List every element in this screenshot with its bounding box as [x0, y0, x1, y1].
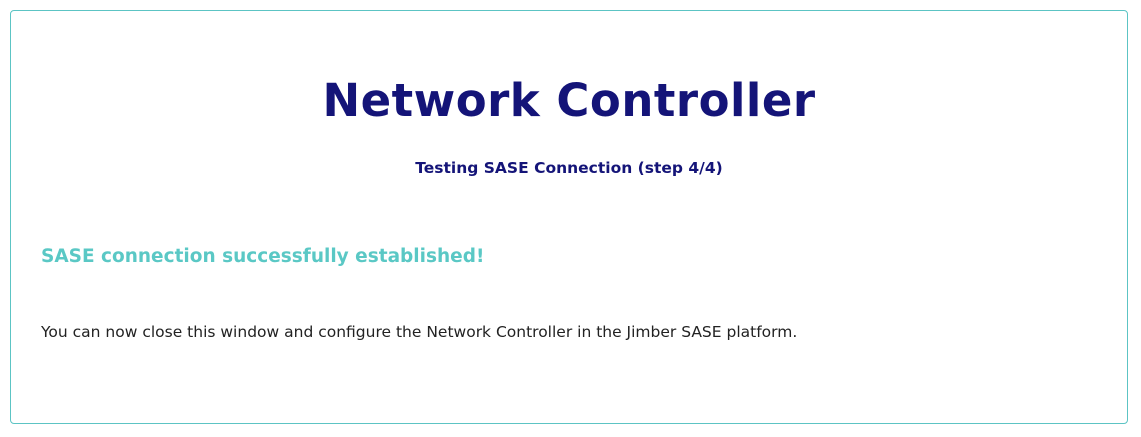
info-message: You can now close this window and config… [41, 323, 798, 341]
setup-panel: Network Controller Testing SASE Connecti… [10, 10, 1128, 424]
step-subtitle: Testing SASE Connection (step 4/4) [415, 159, 723, 177]
success-message: SASE connection successfully established… [41, 246, 485, 267]
page-title: Network Controller [322, 74, 816, 127]
